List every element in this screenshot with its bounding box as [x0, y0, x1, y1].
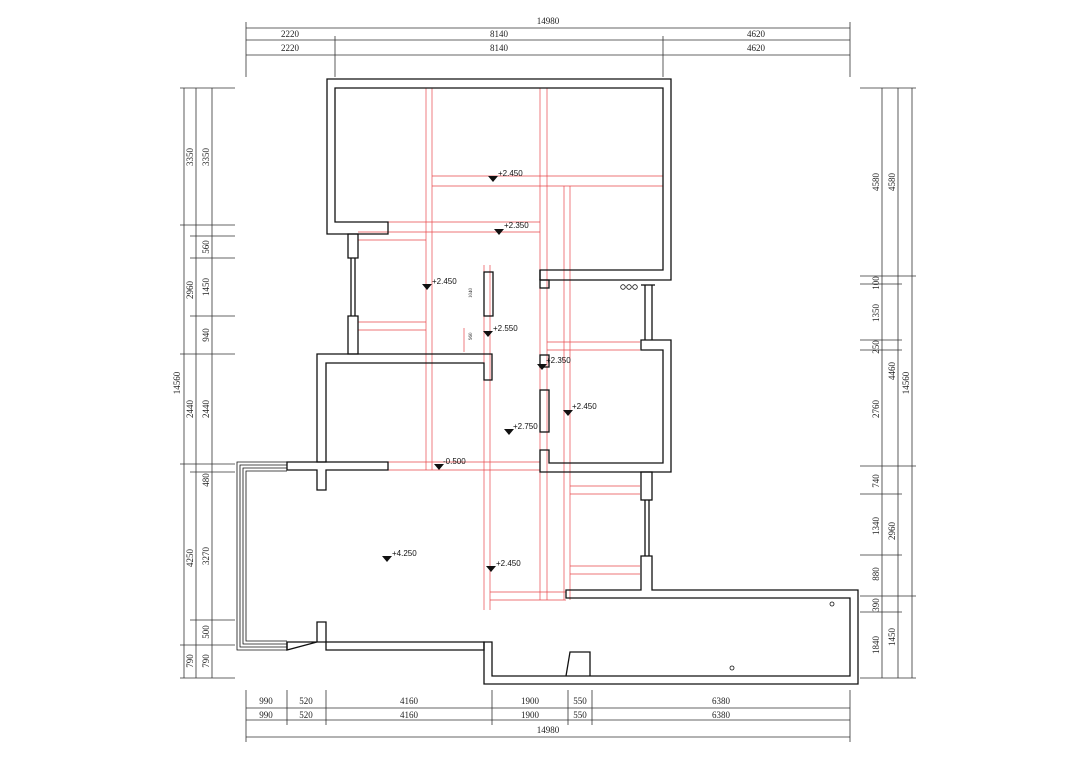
level-label: -0.500 [443, 457, 466, 466]
level-marker: +2.450 [486, 559, 521, 572]
dim-left-inner: 2440 [201, 400, 211, 419]
level-marker: +2.550 [483, 324, 518, 337]
level-marker: -0.500 [434, 457, 466, 470]
wall-living-room [286, 461, 389, 491]
dim-right-total: 14560 [901, 371, 911, 394]
dim-top-row1: 8140 [490, 29, 509, 39]
dim-right-inner: 740 [871, 474, 881, 488]
wall-middle-room [316, 353, 493, 463]
note-1040: 1040 [469, 288, 474, 299]
level-marker: +2.450 [422, 277, 457, 290]
dimension-labels: 14980 2220 8140 4620 2220 8140 4620 990 … [259, 16, 765, 735]
dim-top-row2: 2220 [281, 43, 300, 53]
dim-left-outer: 3350 [185, 148, 195, 167]
dim-left-inner: 3350 [201, 148, 211, 167]
dim-right-inner: 2760 [871, 400, 881, 419]
dim-bottom-row1: 1900 [521, 696, 540, 706]
level-label: +4.250 [392, 549, 417, 558]
fixtures [620, 284, 835, 671]
dim-bottom-row1: 4160 [400, 696, 419, 706]
wall-right-room [539, 339, 672, 473]
dim-bottom-row2: 4160 [400, 710, 419, 720]
dim-bottom-row2: 550 [573, 710, 587, 720]
dim-right-inner: 880 [871, 567, 881, 581]
level-marker: +4.250 [382, 549, 417, 562]
level-label: +2.350 [546, 356, 571, 365]
dim-right-inner: 250 [871, 340, 881, 354]
level-marker: +2.450 [563, 402, 597, 416]
dim-top-row2: 4620 [747, 43, 766, 53]
dim-bottom-row2: 520 [299, 710, 313, 720]
level-label: +2.450 [572, 402, 597, 411]
ceiling-lines [358, 88, 663, 610]
dim-right-outer: 4460 [887, 362, 897, 381]
dim-left-inner: 790 [201, 654, 211, 668]
dim-top-row2: 8140 [490, 43, 509, 53]
level-label: +2.350 [504, 221, 529, 230]
dim-left-outer: 2960 [185, 281, 195, 300]
dimension-labels-left: 14560 3350 2960 2440 4250 790 3350 560 1… [172, 148, 211, 668]
dim-left-inner: 480 [201, 473, 211, 487]
dim-bottom-row1: 520 [299, 696, 313, 706]
wall-left-window [347, 233, 359, 259]
note-960: 960 [469, 332, 474, 340]
level-label: +2.450 [496, 559, 521, 568]
dim-bottom-row1: 990 [259, 696, 273, 706]
dim-left-outer: 4250 [185, 549, 195, 568]
dim-left-inner: 500 [201, 625, 211, 639]
dim-bottom-row1: 550 [573, 696, 587, 706]
dim-top-row1: 4620 [747, 29, 766, 39]
dim-bottom-row2: 1900 [521, 710, 540, 720]
level-marker: +2.750 [504, 422, 538, 435]
dim-bottom-row2: 990 [259, 710, 273, 720]
dim-bottom-row1: 6380 [712, 696, 731, 706]
level-label: +2.450 [432, 277, 457, 286]
level-label: +2.750 [513, 422, 538, 431]
dim-left-total: 14560 [172, 371, 182, 394]
dim-bottom-row2: 6380 [712, 710, 731, 720]
dim-right-inner: 1840 [871, 636, 881, 655]
level-marker: +2.350 [494, 221, 529, 235]
level-label: +2.550 [493, 324, 518, 333]
dim-right-inner: 100 [871, 276, 881, 290]
dimension-lines [180, 22, 916, 742]
dim-left-inner: 560 [201, 240, 211, 254]
dim-right-inner: 1350 [871, 304, 881, 323]
dim-left-outer: 790 [185, 654, 195, 668]
wall-bedroom-top [326, 78, 672, 281]
dim-right-inner: 390 [871, 598, 881, 612]
dim-right-outer: 1450 [887, 628, 897, 647]
dim-left-outer: 2440 [185, 400, 195, 419]
dim-top-row1: 2220 [281, 29, 300, 39]
dim-top-total: 14980 [537, 16, 560, 26]
level-marker: +2.450 [488, 169, 523, 182]
dim-right-inner: 1340 [871, 517, 881, 536]
dim-bottom-total: 14980 [537, 725, 560, 735]
dim-left-inner: 940 [201, 328, 211, 342]
level-marker: +2.350 [537, 356, 571, 370]
dim-right-outer: 2960 [887, 522, 897, 541]
dim-right-outer: 4580 [887, 173, 897, 192]
bay-window [236, 461, 287, 651]
dim-left-inner: 3270 [201, 547, 211, 566]
dimension-labels-right: 14560 4580 4460 2960 1450 4580 100 1350 … [871, 173, 911, 655]
level-markers: +2.450 +2.350 +2.450 +2.550 +2.350 +2.45… [382, 169, 597, 572]
level-label: +2.450 [498, 169, 523, 178]
dim-right-inner: 4580 [871, 173, 881, 192]
walls [236, 78, 859, 685]
dim-left-inner: 1450 [201, 278, 211, 297]
